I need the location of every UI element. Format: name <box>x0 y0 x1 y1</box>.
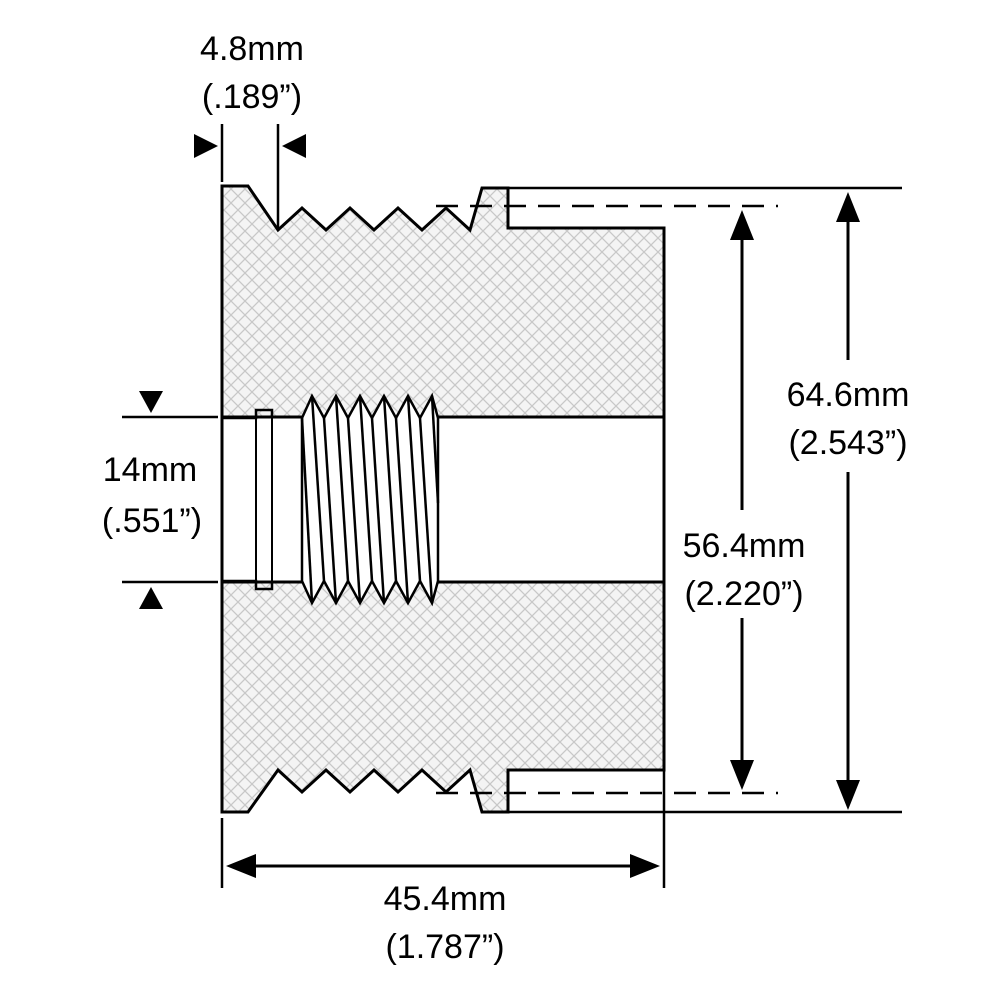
bore-inch-label: (.551”) <box>102 502 202 540</box>
groove-pitch-dimension <box>194 124 306 230</box>
groove-pitch-inch-label: (.189”) <box>202 78 302 116</box>
bore-notch <box>222 408 274 591</box>
bore-mm-label: 14mm <box>103 451 197 489</box>
effective-diameter-mm-label: 56.4mm <box>683 527 806 565</box>
length-dimension <box>220 770 666 888</box>
effective-diameter-inch-label: (2.220”) <box>684 575 803 613</box>
bore <box>222 417 664 582</box>
effective-diameter-dimension <box>730 210 754 790</box>
length-inch-label: (1.787”) <box>385 928 504 966</box>
internal-thread <box>300 392 440 607</box>
length-mm-label: 45.4mm <box>384 880 507 918</box>
groove-pitch-mm-label: 4.8mm <box>200 30 304 68</box>
bore-dimension <box>122 391 218 609</box>
pulley-body-bottom <box>220 580 666 814</box>
outer-diameter-dimension <box>836 192 860 810</box>
outer-diameter-mm-label: 64.6mm <box>787 376 910 414</box>
pulley-body-top <box>220 184 666 419</box>
outer-diameter-inch-label: (2.543”) <box>788 424 907 462</box>
